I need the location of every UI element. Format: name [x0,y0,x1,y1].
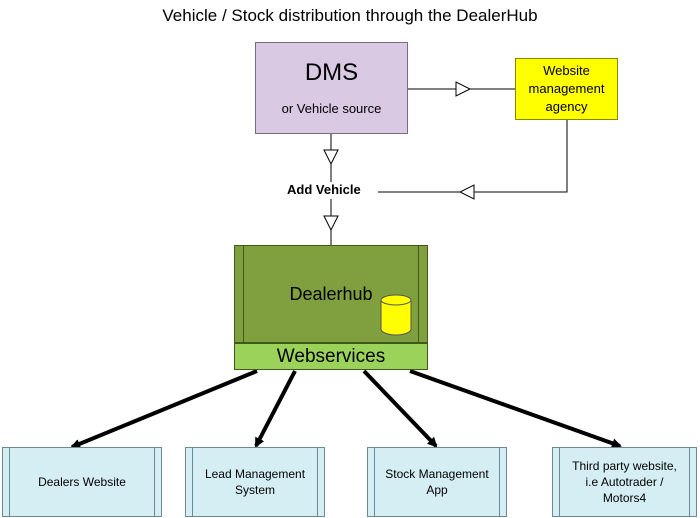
dms-title: DMS [304,59,359,86]
diagram-title: Vehicle / Stock distribution through the… [162,6,538,25]
target-label: Stock Management App [385,467,489,497]
target-dealers-website: Dealers Website [2,447,162,517]
target-third-party-website: Third party website, i.e Autotrader / Mo… [552,447,697,517]
dms-subtitle: or Vehicle source [281,101,382,116]
website-agency-box: Website management agency [515,58,618,120]
add-arrowhead [323,215,339,232]
arrow-to-third-party [409,369,622,449]
target-edge-left [368,448,375,516]
dms-arrowhead [323,149,339,166]
target-edge-right [499,448,506,516]
target-lead-management: Lead Management System [185,447,325,517]
arrow-to-dealers-website [70,369,258,449]
dealerhub-box: Dealerhub [234,245,428,343]
target-edge-right [317,448,324,516]
target-edge-right [689,448,696,516]
target-edge-left [553,448,560,516]
target-label: Lead Management System [204,467,306,497]
arrow-to-stock-management [362,369,438,448]
target-edge-left [3,448,10,516]
add-vehicle-label: Add Vehicle [285,182,363,197]
dealerhub-right-bar [418,246,427,342]
target-edge-right [154,448,161,516]
agency-return-line [378,120,568,193]
dealerhub-left-bar [235,246,244,342]
target-stock-management: Stock Management App [367,447,507,517]
webservices-bar: Webservices [234,343,428,370]
dealerhub-label: Dealerhub [289,284,373,304]
database-icon [380,294,412,336]
agency-arrowhead [455,81,472,97]
target-label: Third party website, i.e Autotrader / Mo… [572,459,677,505]
agency-label: Website management agency [528,63,605,114]
return-arrowhead [458,184,475,200]
arrow-to-lead-management [254,370,297,448]
target-edge-left [186,448,193,516]
dms-box: DMS or Vehicle source [255,42,408,134]
target-label: Dealers Website [38,475,126,489]
